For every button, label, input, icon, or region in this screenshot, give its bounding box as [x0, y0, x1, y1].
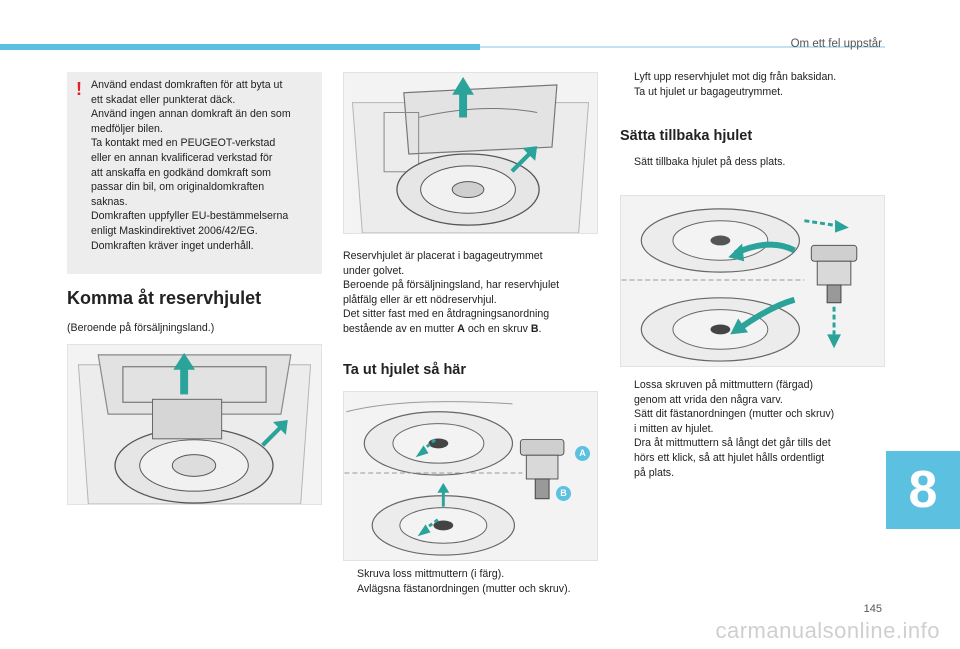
trunk-floor-lifted-illustration [343, 72, 598, 234]
warning-line: att anskaffa en godkänd domkraft som [91, 166, 272, 179]
unscrew-nut-illustration [343, 391, 598, 561]
trunk-spare-wheel-illustration [67, 344, 322, 505]
refit-step: Sätt dit fästanordningen (mutter och skr… [620, 407, 885, 436]
remove-step: Avlägsna fästanordningen (mutter och skr… [343, 582, 603, 597]
spare-prefix: bestående av en mutter [343, 322, 458, 335]
running-header: Om ett fel uppstår [790, 38, 882, 50]
remove-step: Skruva loss mittmuttern (i färg). [343, 567, 603, 582]
section-title-refit: Sätta tillbaka hjulet [620, 128, 753, 144]
warning-line: medföljer bilen. [91, 122, 163, 135]
lift-step-text: Ta ut hjulet ur bagageutrymmet. [634, 85, 783, 98]
spare-label-b: B [530, 322, 539, 335]
warning-icon: ! [76, 79, 82, 99]
remove-steps: Skruva loss mittmuttern (i färg). Avlägs… [343, 567, 603, 596]
chapter-number: 8 [908, 461, 938, 519]
warning-line: Använd endast domkraften för att byta ut [91, 79, 283, 91]
spare-end: . [538, 322, 542, 335]
refit-step: Lossa skruven på mittmuttern (färgad) gen… [620, 378, 885, 407]
lift-step: Lyft upp reservhjulet mot dig från baksi… [620, 70, 885, 85]
spare-line: plåtfälg eller är ett nödreservhjul. [343, 293, 497, 306]
spare-line: Beroende på försäljningsland, har reserv… [343, 279, 560, 292]
refit-step-text: hörs ett klick, så att hjulet hålls orde… [634, 451, 825, 464]
refit-step-text: Sätt dit fästanordningen (mutter och skr… [634, 408, 835, 421]
refit-step: Dra åt mittmuttern så långt det går till… [620, 436, 885, 480]
header-accent-bar [0, 44, 480, 50]
header-rule [480, 46, 885, 48]
section-title-komma: Komma åt reservhjulet [67, 288, 262, 308]
watermark: carmanualsonline.info [715, 618, 940, 643]
lift-steps: Lyft upp reservhjulet mot dig från baksi… [620, 70, 885, 99]
warning-line: Domkraften kräver inget underhåll. [91, 239, 254, 252]
warning-line: ett skadat eller punkterat däck. [91, 93, 236, 106]
refit-step: Sätt tillbaka hjulet på dess plats. [620, 155, 885, 170]
warning-line: Ta kontakt med en PEUGEOT-verkstad [91, 137, 276, 150]
refit-intro: Sätt tillbaka hjulet på dess plats. [620, 155, 885, 170]
spare-line: Det sitter fast med en åtdragningsanordn… [343, 308, 550, 321]
lift-step-text: Lyft upp reservhjulet mot dig från baksi… [634, 71, 837, 83]
warning-line: passar din bil, om originaldomkraften [91, 181, 265, 194]
refit-step-text: Sätt tillbaka hjulet på dess plats. [634, 156, 786, 168]
spare-label-a: A [457, 322, 465, 335]
refit-steps: Lossa skruven på mittmuttern (färgad) gen… [620, 378, 885, 480]
refit-wheel-illustration [620, 195, 885, 367]
remove-step-text: Avlägsna fästanordningen (mutter och skr… [357, 582, 571, 595]
warning-line: saknas. [91, 195, 128, 208]
spare-line: Reservhjulet är placerat i bagageutrymme… [343, 250, 543, 262]
spare-line: under golvet. [343, 264, 405, 277]
refit-step-text: i mitten av hjulet. [634, 422, 714, 435]
callout-b: B [556, 486, 571, 501]
warning-line: Använd ingen annan domkraft än den som [91, 108, 291, 121]
warning-box: ! Använd endast domkraften för att byta … [67, 72, 322, 274]
lift-step: Ta ut hjulet ur bagageutrymmet. [620, 85, 885, 100]
refit-step-text: Lossa skruven på mittmuttern (färgad) [634, 379, 813, 391]
refit-step-text: Dra åt mittmuttern så långt det går till… [634, 437, 831, 450]
spare-wheel-description: Reservhjulet är placerat i bagageutrymme… [343, 249, 598, 337]
callout-a: A [575, 446, 590, 461]
remove-step-text: Skruva loss mittmuttern (i färg). [357, 568, 505, 580]
spare-mid: och en skruv [464, 322, 531, 335]
warning-line: Domkraften uppfyller EU-bestämmelserna [91, 210, 289, 223]
refit-step-text: genom att vrida den några varv. [634, 393, 783, 406]
chapter-tab: 8 [886, 451, 960, 529]
section-title-remove: Ta ut hjulet så här [343, 362, 467, 378]
warning-line: enligt Maskindirektivet 2006/42/EG. [91, 224, 258, 237]
komma-subtitle: (Beroende på försäljningsland.) [67, 322, 215, 334]
spare-line-last: bestående av en mutter A och en skruv B. [343, 322, 598, 337]
warning-line: eller en annan kvalificerad verkstad för [91, 151, 273, 164]
refit-step-text: på plats. [634, 466, 675, 479]
page-number: 145 [863, 603, 882, 615]
